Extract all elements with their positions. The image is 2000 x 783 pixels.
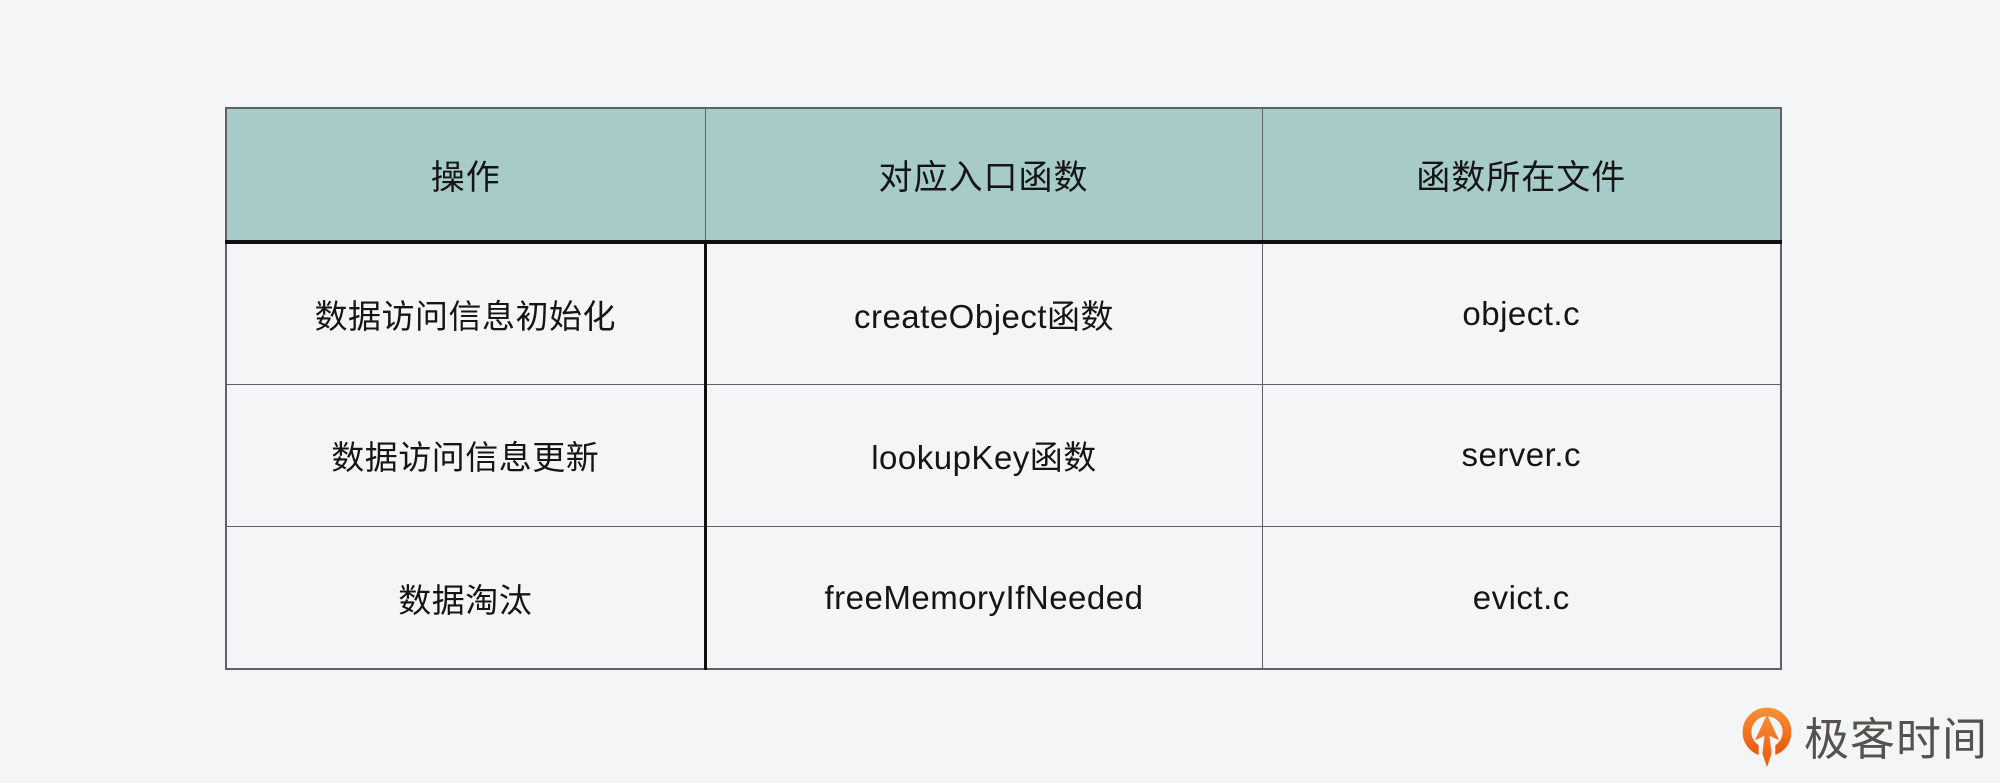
cell-source-file: object.c <box>1261 241 1782 385</box>
table-row: 数据淘汰 freeMemoryIfNeeded evict.c <box>225 526 1782 670</box>
header-row: 操作 对应入口函数 函数所在文件 <box>225 107 1782 244</box>
function-mapping-table: 操作 对应入口函数 函数所在文件 数据访问信息初始化 createObject函… <box>225 107 1782 670</box>
geektime-logo: 极客时间 <box>1742 704 1988 774</box>
cell-operation: 数据淘汰 <box>225 526 707 670</box>
cell-source-file: server.c <box>1261 383 1782 528</box>
cell-entry-function: lookupKey函数 <box>704 383 1263 528</box>
header-cell-operation: 操作 <box>225 107 706 244</box>
geektime-pin-arrow-icon <box>1742 707 1792 767</box>
header-cell-entry-function: 对应入口函数 <box>704 107 1263 244</box>
cell-entry-function: createObject函数 <box>704 241 1263 385</box>
geektime-logo-text: 极客时间 <box>1804 713 1989 765</box>
cell-operation: 数据访问信息更新 <box>225 383 707 528</box>
cell-operation: 数据访问信息初始化 <box>225 241 707 385</box>
table-row: 数据访问信息更新 lookupKey函数 server.c <box>225 383 1782 528</box>
cell-source-file: evict.c <box>1261 526 1782 670</box>
cell-entry-function: freeMemoryIfNeeded <box>704 526 1263 670</box>
header-cell-source-file: 函数所在文件 <box>1261 107 1782 244</box>
table-row: 数据访问信息初始化 createObject函数 object.c <box>225 241 1782 385</box>
